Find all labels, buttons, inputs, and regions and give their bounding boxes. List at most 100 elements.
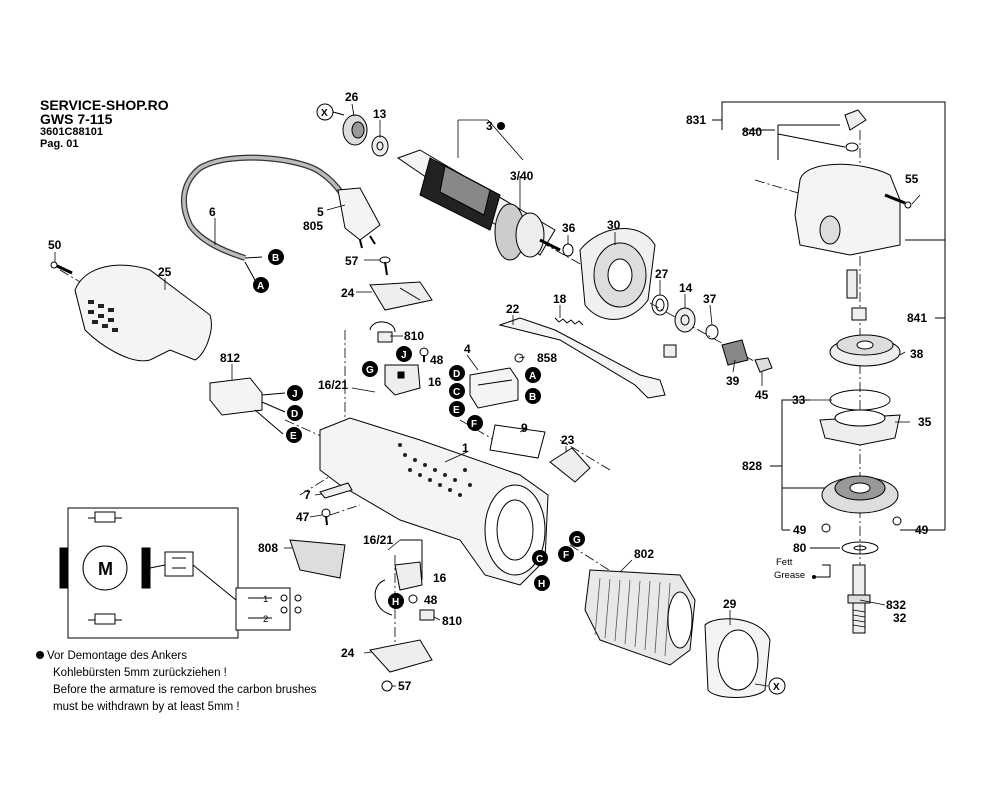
svg-text:G: G — [573, 535, 581, 546]
part-code: 3601C88101 — [40, 126, 104, 138]
label-49a: 49 — [793, 523, 807, 537]
label-841: 841 — [907, 311, 927, 325]
label-32: 32 — [893, 611, 907, 625]
label-55: 55 — [905, 172, 919, 186]
label-25: 25 — [158, 265, 172, 279]
connector-d-switch4: D — [449, 365, 465, 381]
label-9: 9 — [521, 421, 528, 435]
part-36-washer — [562, 243, 574, 257]
label-45: 45 — [755, 388, 769, 402]
svg-text:H: H — [538, 579, 545, 590]
part-840-gear-housing — [794, 109, 901, 256]
bracket-828 — [770, 399, 840, 549]
label-802: 802 — [634, 547, 654, 561]
connector-x-top: X — [316, 103, 345, 121]
part-14-bearing — [674, 307, 696, 333]
label-13: 13 — [373, 107, 387, 121]
label-14: 14 — [679, 281, 693, 295]
part-16-switch-b — [394, 539, 423, 591]
connectors: X B A J D E J G — [253, 103, 786, 695]
label-858: 858 — [537, 351, 557, 365]
connector-e-812: E — [286, 427, 302, 443]
label-29: 29 — [723, 597, 737, 611]
disassembly-note: Vor Demontage des Ankers Kohlebürsten 5m… — [36, 648, 316, 716]
grease-mark — [812, 564, 831, 579]
part-55-screw — [884, 193, 912, 209]
label-fett: Fett — [776, 557, 793, 568]
svg-text:D: D — [453, 369, 460, 380]
part-828-gear-assembly — [821, 475, 899, 514]
label-38: 38 — [910, 347, 924, 361]
connector-f-switch4: F — [467, 415, 483, 431]
label-22: 22 — [506, 302, 520, 316]
part-49-screw-a — [821, 523, 831, 533]
part-37-washer — [705, 324, 719, 340]
plug-805 — [337, 187, 381, 249]
svg-text:C: C — [536, 554, 543, 565]
svg-text:X: X — [773, 682, 780, 693]
label-5: 5 — [317, 205, 324, 219]
note-de-2: Kohlebürsten 5mm zurückziehen ! — [53, 667, 227, 679]
part-24-switch-slider-a — [369, 281, 433, 311]
label-47: 47 — [296, 510, 310, 524]
label-30: 30 — [607, 218, 621, 232]
note-bullet-icon — [36, 651, 44, 659]
part-808-label — [289, 539, 346, 579]
part-49-screw-b — [892, 516, 902, 526]
label-57b: 57 — [398, 679, 412, 693]
label-6: 6 — [209, 205, 216, 219]
svg-text:J: J — [401, 350, 407, 361]
connector-x-bottom: X — [768, 677, 786, 695]
label-18: 18 — [553, 292, 567, 306]
label-23: 23 — [561, 433, 575, 447]
connector-a-switch4: A — [525, 367, 541, 383]
motor-symbol: M — [98, 559, 113, 579]
bracket-831 — [712, 101, 946, 531]
label-810a: 810 — [404, 329, 424, 343]
part-39-pinion — [721, 339, 749, 366]
part-50-screw — [50, 261, 73, 275]
connector-c-switch4: C — [449, 383, 465, 399]
label-24a: 24 — [341, 286, 355, 300]
label-50: 50 — [48, 238, 62, 252]
connector-j-switch: J — [396, 346, 412, 362]
label-36: 36 — [562, 221, 576, 235]
label-812: 812 — [220, 351, 240, 365]
label-16-21a: 16/21 — [318, 378, 348, 392]
note-de-1: Vor Demontage des Ankers — [47, 650, 187, 662]
connector-d-812: D — [287, 405, 303, 421]
part-29-baffle — [704, 618, 771, 698]
part-30-bearing-flange — [579, 228, 656, 320]
part-80-washer — [841, 541, 879, 555]
part-16-switch-a — [384, 364, 421, 396]
shop-name: SERVICE-SHOP.RO — [40, 97, 169, 113]
note-en-1: Before the armature is removed the carbo… — [53, 684, 317, 696]
part-13-bearing — [371, 135, 389, 157]
part-35-bearing-flange — [819, 409, 901, 446]
label-828: 828 — [742, 459, 762, 473]
label-832: 832 — [886, 598, 906, 612]
svg-text:D: D — [291, 409, 298, 420]
part-841-spindle-pin — [846, 269, 867, 321]
connector-g-stator: G — [569, 531, 585, 547]
part-45-nut — [754, 357, 773, 373]
part-48-screw-a — [419, 347, 429, 362]
part-7-plate — [319, 482, 353, 499]
leader-lines — [54, 103, 921, 687]
svg-text:B: B — [529, 392, 536, 403]
label-48a: 48 — [430, 353, 444, 367]
svg-text:F: F — [471, 419, 477, 430]
label-26: 26 — [345, 90, 359, 104]
connector-c-stator: C — [532, 550, 548, 566]
svg-text:X: X — [321, 108, 328, 119]
part-23-cover — [549, 447, 591, 483]
connector-b-cord: B — [268, 249, 284, 265]
label-4: 4 — [464, 342, 471, 356]
svg-text:A: A — [529, 371, 536, 382]
label-37: 37 — [703, 292, 717, 306]
connector-h-stator: H — [534, 575, 550, 591]
svg-text:E: E — [453, 405, 460, 416]
switch-pos-1: 1 — [263, 594, 268, 605]
label-831: 831 — [686, 113, 706, 127]
part-25-rear-cover — [74, 264, 212, 362]
